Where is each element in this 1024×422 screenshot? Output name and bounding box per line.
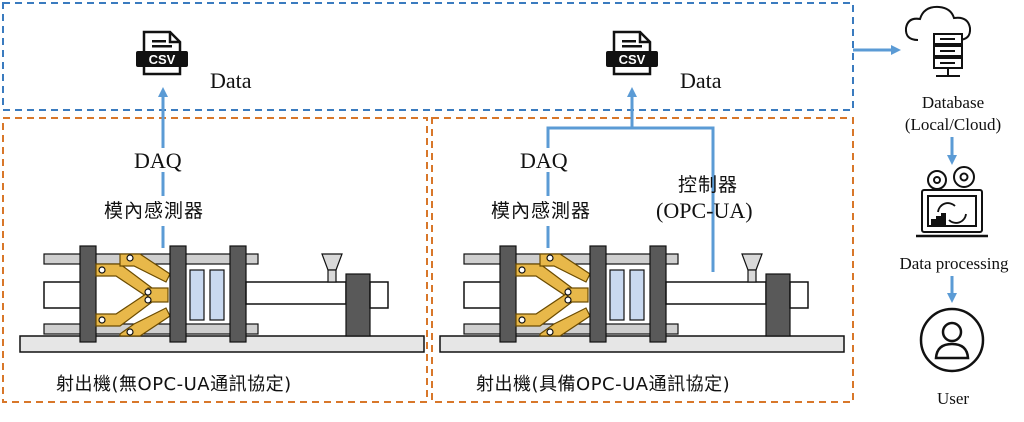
controller-protocol-label: (OPC-UA): [656, 198, 753, 223]
csv-file-icon-left: [134, 30, 190, 76]
middle-sensor-label: 模內感測器: [491, 200, 592, 222]
injection-machine-left: [19, 245, 425, 353]
left-machine-caption: 射出機(無OPC-UA通訊協定): [56, 374, 292, 395]
controller-label: 控制器: [678, 174, 739, 196]
database-label: Database (Local/Cloud): [898, 92, 1008, 136]
injection-machine-middle: [439, 245, 845, 353]
middle-machine-caption: 射出機(具備OPC-UA通訊協定): [476, 374, 731, 395]
csv-file-icon-middle: [604, 30, 660, 76]
database-title: Database: [921, 93, 985, 112]
middle-daq-label: DAQ: [520, 148, 568, 173]
user-label: User: [936, 389, 970, 408]
left-daq-label: DAQ: [134, 148, 182, 173]
user-icon: [919, 307, 985, 373]
database-sub: (Local/Cloud): [904, 115, 1002, 134]
left-data-label: Data: [210, 68, 252, 93]
left-sensor-label: 模內感測器: [104, 200, 205, 222]
processing-label: Data processing: [899, 254, 1009, 273]
data-processing-icon: [916, 166, 988, 238]
data-region-box: [2, 2, 854, 111]
middle-data-label: Data: [680, 68, 722, 93]
cloud-database-icon: [904, 5, 972, 77]
left-machine-box: [2, 117, 428, 403]
middle-machine-box: [431, 117, 854, 403]
